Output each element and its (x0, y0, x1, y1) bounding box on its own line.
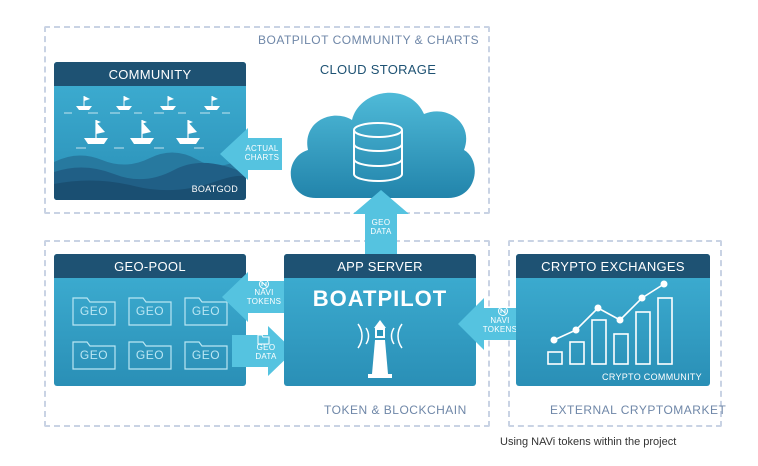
navi-tokens-exchange-arrow (458, 298, 522, 350)
community-title: COMMUNITY (108, 67, 192, 82)
geo-tile: GEO (72, 338, 116, 370)
cloud-title: CLOUD STORAGE (319, 62, 437, 77)
app-server-header (284, 254, 476, 278)
boat-icon (116, 96, 132, 110)
community-footer: BOATGOD (191, 184, 238, 194)
geo-tile: GEO (72, 294, 116, 326)
geo-tile: GEO (128, 338, 172, 370)
app-server-brand: BOATPILOT (312, 286, 448, 311)
geo-tile: GEO (128, 294, 172, 326)
community-panel: COMMUNITY BOATGOD (54, 62, 246, 200)
boat-icon (160, 96, 176, 110)
boat-icon (204, 96, 220, 110)
crypto-title: CRYPTO EXCHANGES (541, 259, 685, 274)
geo-pool-panel: GEO-POOL GEO GEO GEO GEO GEO GEO (54, 254, 246, 386)
navi-tokens-left-arrow (222, 272, 284, 322)
bar-growth-icon (547, 280, 673, 365)
folder-icon (257, 334, 270, 345)
geo-data-up-arrow (353, 190, 409, 254)
crypto-footer: CRYPTO COMMUNITY (602, 372, 702, 382)
geo-tile: GEO (184, 294, 228, 326)
app-server-title: APP SERVER (337, 259, 423, 274)
community-charts-label: BOATPILOT COMMUNITY & CHARTS (258, 33, 480, 47)
external-cryptomarket-label: EXTERNAL CRYPTOMARKET (550, 403, 727, 417)
folder-icon (184, 341, 228, 370)
wave-front (54, 176, 246, 200)
folder-icon (72, 341, 116, 370)
cloud-icon (290, 92, 475, 198)
folder-icon (184, 297, 228, 326)
boat-icon (76, 96, 92, 110)
lighthouse-icon (357, 320, 403, 378)
community-boats (54, 96, 246, 200)
boat-icon (130, 120, 154, 144)
database-icon (353, 122, 403, 182)
geo-pool-title: GEO-POOL (114, 259, 186, 274)
folder-icon (72, 297, 116, 326)
token-icon (498, 306, 508, 316)
boat-icon (176, 120, 200, 144)
folder-icon (128, 341, 172, 370)
token-blockchain-label: TOKEN & BLOCKCHAIN (324, 403, 467, 417)
figure-caption: Using NAVi tokens within the project (500, 436, 677, 448)
crypto-exchanges-panel: CRYPTO EXCHANGES CRYPTO COMMUNITY (516, 254, 710, 386)
folder-icon (128, 297, 172, 326)
community-header (54, 62, 246, 86)
token-icon (259, 279, 269, 289)
geo-data-right-arrow (232, 326, 294, 376)
actual-charts-arrow (220, 128, 282, 180)
crypto-header (516, 254, 710, 278)
app-server-panel: APP SERVER BOATPILOT (284, 254, 476, 386)
geo-pool-header (54, 254, 246, 278)
geo-tile: GEO (184, 338, 228, 370)
boat-icon (84, 120, 108, 144)
community-charts-section (44, 26, 490, 214)
